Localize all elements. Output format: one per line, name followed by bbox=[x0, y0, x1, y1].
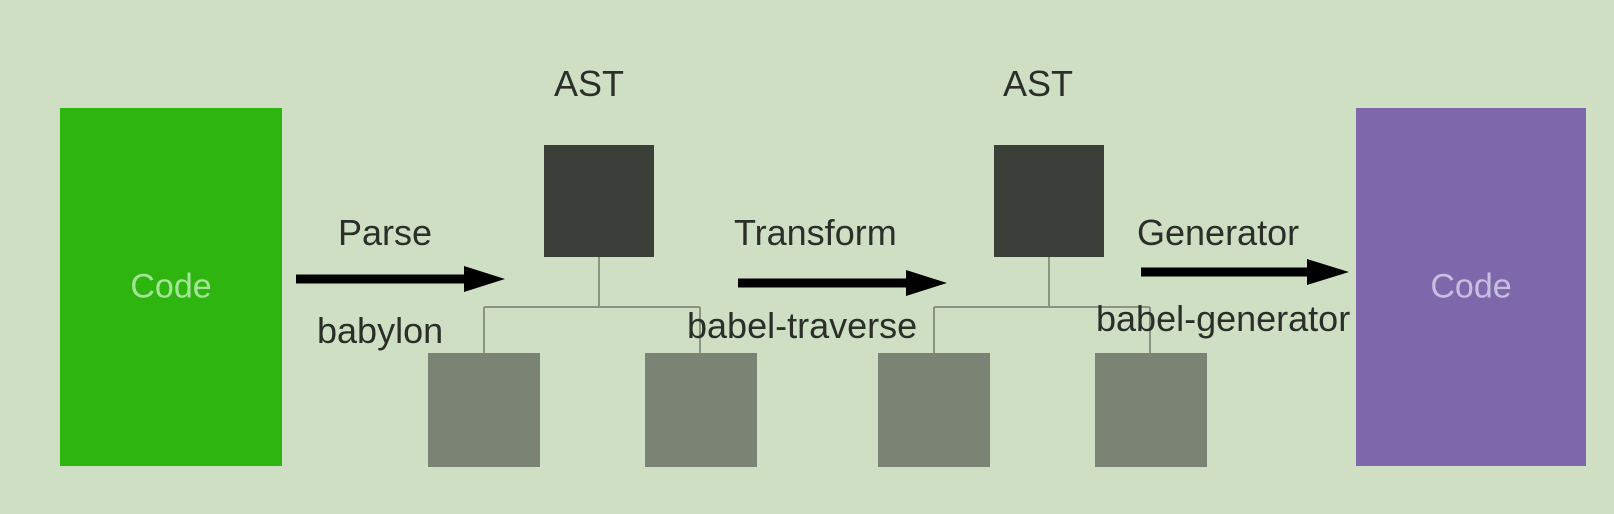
ast-2-root-node bbox=[994, 145, 1104, 257]
output-code-node: Code bbox=[1356, 108, 1586, 466]
ast-2-child-right bbox=[1095, 353, 1207, 467]
arrow-transform bbox=[738, 270, 947, 296]
ast-2-label: AST bbox=[1003, 63, 1074, 104]
ast-1-child-left bbox=[428, 353, 540, 467]
babylon-label: babylon bbox=[317, 310, 444, 351]
ast-1-label: AST bbox=[554, 63, 625, 104]
transform-label: Transform bbox=[734, 212, 897, 253]
ast-1-root-node bbox=[544, 145, 654, 257]
output-code-label: Code bbox=[1430, 267, 1512, 306]
generator-label: Generator bbox=[1137, 212, 1300, 253]
babel-generator-label: babel-generator bbox=[1096, 298, 1351, 339]
parse-label: Parse bbox=[338, 212, 433, 253]
arrow-parse bbox=[296, 266, 505, 292]
arrow-generator bbox=[1141, 259, 1349, 285]
source-code-label: Code bbox=[130, 267, 212, 306]
ast-2-child-left bbox=[878, 353, 990, 467]
source-code-node: Code bbox=[60, 108, 282, 466]
ast-1-child-right bbox=[645, 353, 757, 467]
babel-traverse-label: babel-traverse bbox=[687, 305, 918, 346]
